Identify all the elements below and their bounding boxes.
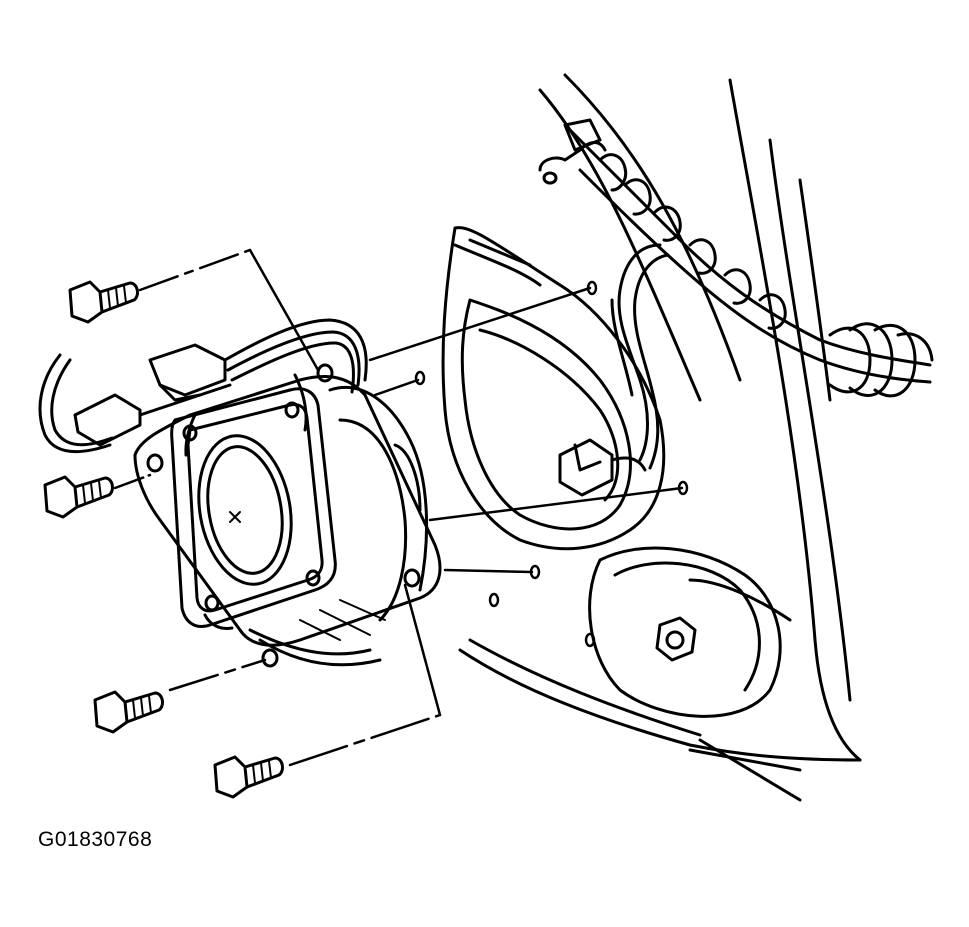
door-inner-panel <box>458 73 862 802</box>
figure-code: G01830768 <box>38 828 153 851</box>
door-bolt <box>655 616 697 662</box>
electrical-connector <box>558 438 647 497</box>
mounting-screw <box>43 280 284 799</box>
wiring-harness <box>538 118 934 470</box>
alignment-lines <box>113 248 684 767</box>
speaker-bracket <box>441 226 666 551</box>
speaker-assembly <box>133 363 442 668</box>
speaker-pigtail <box>38 318 368 454</box>
